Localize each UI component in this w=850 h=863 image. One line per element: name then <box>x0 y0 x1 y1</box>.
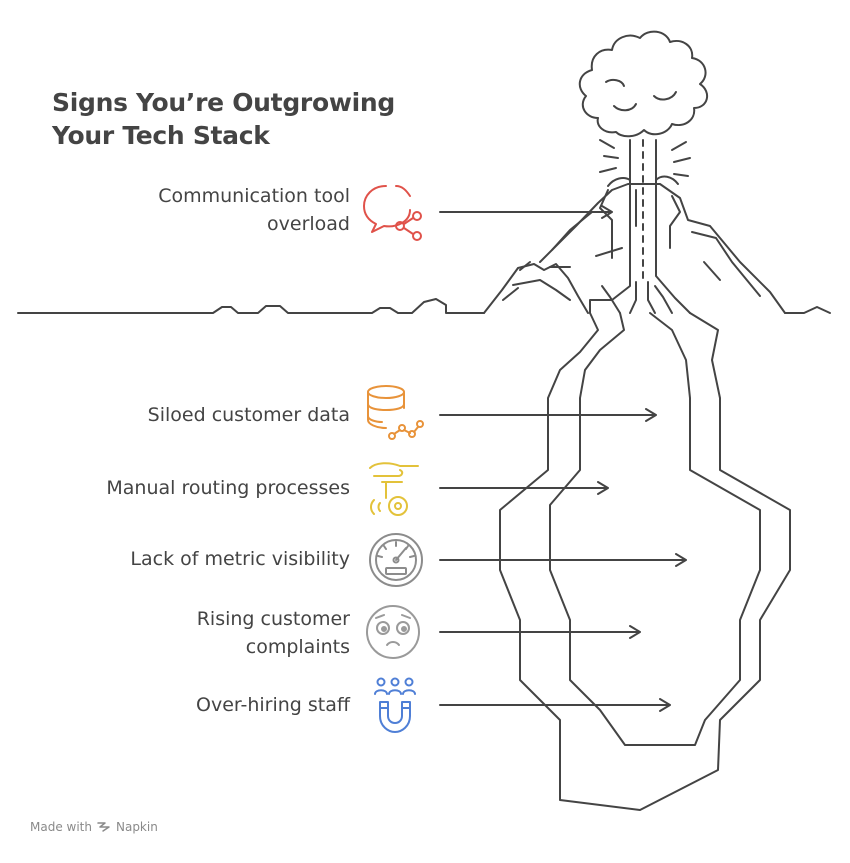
label-manual-routing: Manual routing processes <box>106 477 350 499</box>
napkin-brand-text: Napkin <box>115 820 158 834</box>
label-over-hiring: Over-hiring staff <box>196 694 350 716</box>
volcano-outline <box>483 263 589 314</box>
magnet-people-icon <box>374 677 416 733</box>
ground-line <box>17 298 485 314</box>
title-line-1: Signs You’re Outgrowing <box>52 88 395 117</box>
label-line-2: overload <box>267 213 350 235</box>
chat-share-icon <box>363 185 422 241</box>
cave-inner <box>549 312 761 746</box>
arrow-communication-overload <box>439 205 613 219</box>
cave-outer <box>499 312 791 811</box>
label-siloed-data: Siloed customer data <box>147 404 350 426</box>
label-customer-complaints: Rising customer complaints <box>197 605 350 661</box>
label-metric-visibility: Lack of metric visibility <box>130 548 350 570</box>
arrow-siloed-data <box>439 408 657 422</box>
lava-conduit <box>589 139 631 314</box>
label-communication-overload: Communication tool overload <box>158 182 350 238</box>
ground-line-right <box>784 306 831 314</box>
napkin-logo-icon <box>97 822 110 832</box>
label-line-1: Rising customer <box>196 608 350 630</box>
database-chart-icon <box>367 385 424 440</box>
label-line-1: Communication tool <box>158 185 350 207</box>
gauge-icon <box>369 533 423 587</box>
label-line-2: complaints <box>245 636 350 658</box>
hand-button-icon <box>369 462 419 516</box>
title-line-2: Your Tech Stack <box>52 121 270 150</box>
page-title: Signs You’re Outgrowing Your Tech Stack <box>52 86 395 152</box>
arrow-metric-visibility <box>439 553 687 567</box>
arrow-over-hiring <box>439 698 671 712</box>
arrow-customer-complaints <box>439 625 641 639</box>
eruption-cloud <box>578 30 709 138</box>
arrow-manual-routing <box>439 481 609 495</box>
made-with-text: Made with <box>30 820 92 834</box>
footer-credit: Made with Napkin <box>30 820 158 834</box>
pleading-face-icon <box>366 605 420 659</box>
